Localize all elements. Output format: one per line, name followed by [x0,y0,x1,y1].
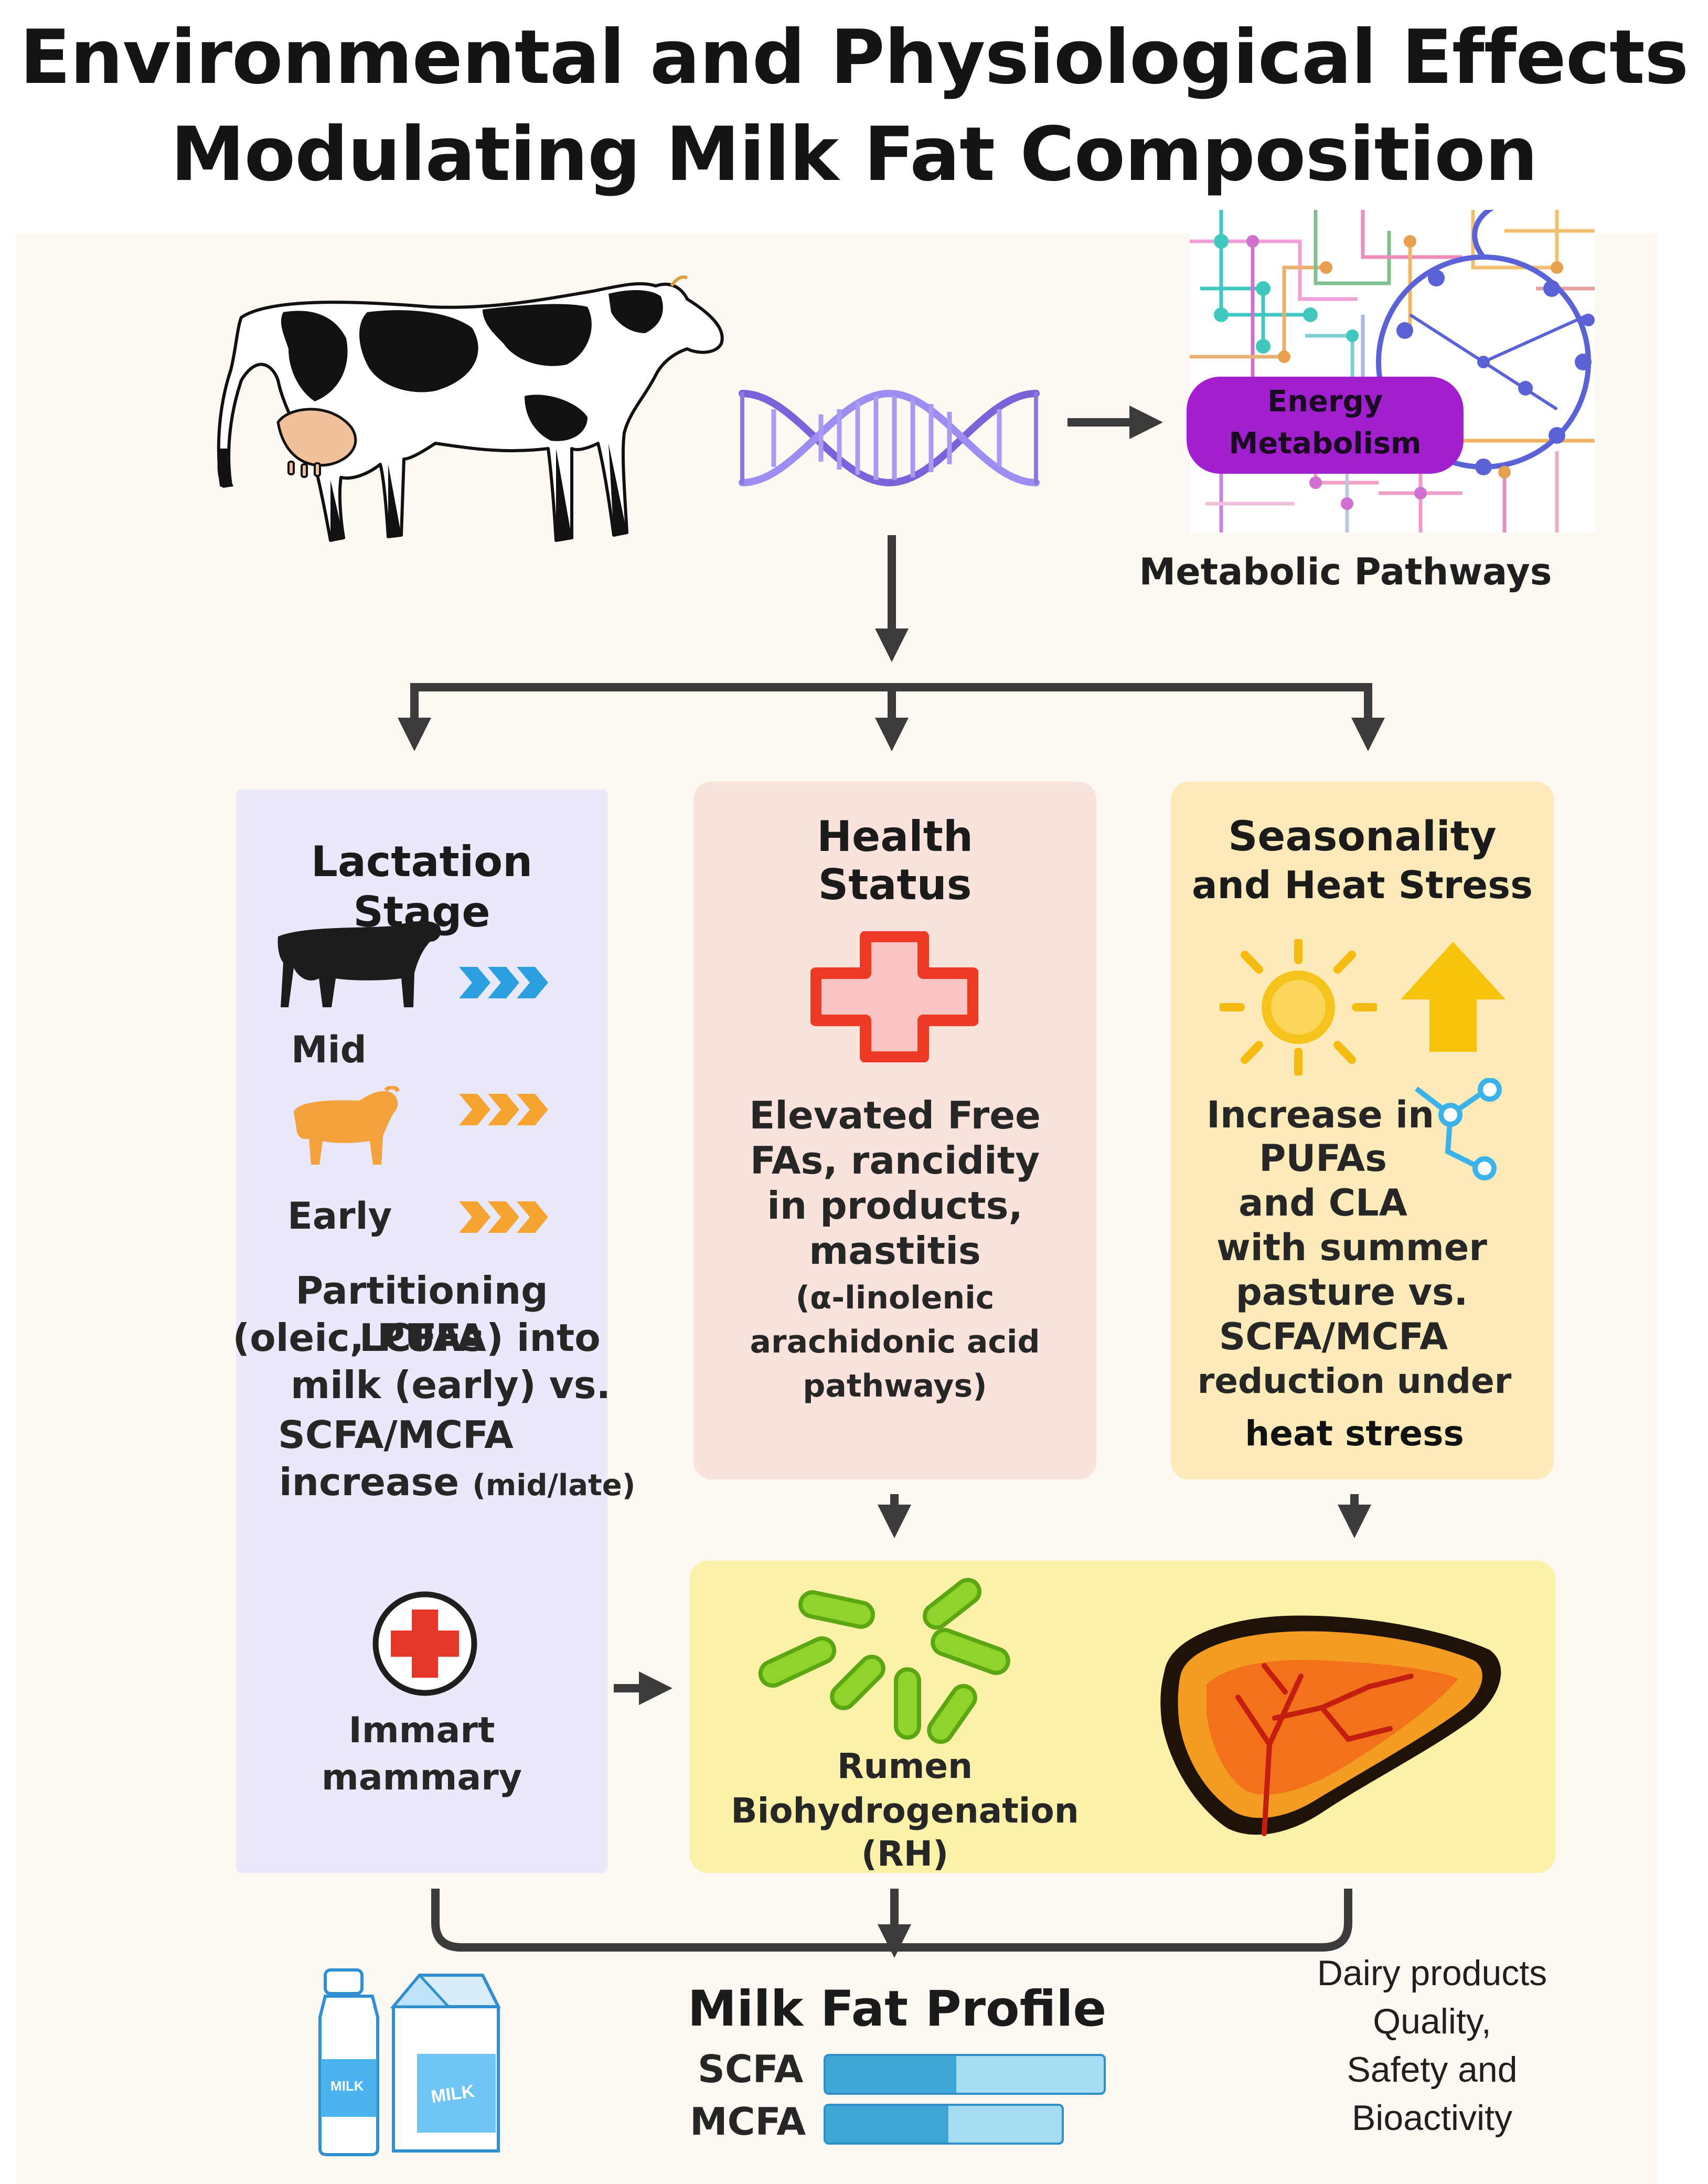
title-line-2: Modulating Milk Fat Composition [170,111,1538,198]
season-desc-line-3: and CLA [1239,1181,1407,1224]
medical-cross-icon [810,931,978,1062]
season-desc-line-1: Increase in [1207,1093,1434,1136]
black-cow-icon [277,921,441,1007]
rumen-label-line-3: (RH) [861,1834,949,1874]
liver-icon [1160,1615,1501,1836]
season-desc-line-8: heat stress [1245,1413,1464,1454]
health-desc-line-1: Elevated Free [749,1093,1041,1137]
milk-fat-profile-title: Milk Fat Profile [687,1980,1107,2038]
profile-bar-label-mcfa: MCFA [690,2100,806,2144]
molecule-icon [1414,1078,1502,1180]
metabolic-network-image [1190,210,1595,532]
stage-early-label: Early [287,1195,392,1238]
metabolic-pathways-caption: Metabolic Pathways [1139,550,1552,593]
profile-bar-track-scfa [824,2054,1106,2095]
up-arrow-icon [1401,942,1506,1052]
health-desc-line-4: mastitis [809,1229,981,1273]
dna-helix-icon [739,389,1040,487]
stage-mid-label: Mid [291,1028,367,1071]
orange-calf-icon [294,1086,400,1165]
seasonality-panel [1171,782,1554,1479]
profile-bar-fill-mcfa [826,2106,948,2143]
milk-bottle-label: MILK [330,2078,364,2094]
season-desc-line-2: PUFAs [1259,1137,1387,1180]
immart-label-line-2: mammary [321,1757,522,1798]
profile-bar-fill-scfa [826,2056,957,2093]
lactation-desc-line-4: SCFA/MCFA [278,1413,514,1457]
lactation-desc-line-5: increase (mid/late) [279,1458,635,1509]
lactation-desc-line-1: Partitioning LCFAs [295,1269,548,1360]
dairy-line-2: Quality, [1373,2001,1491,2041]
rumen-label-line-1: Rumen [837,1746,973,1786]
seasonality-title-line-1: Seasonality [1228,813,1497,860]
dairy-line-1: Dairy products [1317,1953,1547,1993]
lactation-desc-increase: increase [279,1460,460,1504]
health-status-panel [693,782,1096,1479]
energy-badge-line-2: Metabolism [1229,427,1422,461]
lactation-desc-midlate: (mid/late) [472,1468,636,1503]
profile-bar-track-mcfa [824,2104,1064,2145]
season-desc-line-6: SCFA/MCFA [1219,1315,1448,1358]
dairy-line-3: Safety and [1347,2050,1518,2090]
energy-badge-line-1: Energy [1267,385,1383,419]
rumen-bacteria-icon [758,1578,1010,1744]
milk-containers-icon: MILK MILK [318,1968,501,2156]
lactation-desc-line-2: (oleic, PUFA) into [232,1316,601,1360]
energy-metabolism-badge [1187,377,1464,474]
profile-bar-label-scfa: SCFA [698,2047,804,2091]
seasonality-title-line-2: and Heat Stress [1192,863,1533,907]
blue-chevrons-icon [459,967,548,998]
dairy-line-4: Bioactivity [1351,2098,1513,2138]
health-status-title-line-1: Health [817,812,973,861]
sun-icon [1220,939,1377,1075]
rumen-label-line-2: Biohydrogenation [731,1791,1079,1831]
season-desc-line-7: reduction under [1197,1361,1512,1401]
health-desc-line-3: in products, [767,1184,1023,1228]
health-desc-small-line-3: pathways) [803,1368,987,1404]
holstein-cow-image [217,275,724,542]
health-desc-small-line-1: (α-linolenic [795,1280,995,1316]
orange-chevrons-early-icon [459,1201,548,1233]
title-line-1: Environmental and Physiological Effects [19,14,1689,101]
health-desc-line-2: FAs, rancidity [750,1138,1040,1182]
immart-label-line-1: Immart [348,1710,495,1751]
red-cross-badge-icon [372,1591,477,1696]
season-desc-line-4: with summer [1216,1226,1487,1269]
dairy-products-text: Dairy products Quality, Safety and Bioac… [1248,1949,1616,2142]
season-desc-line-5: pasture vs. [1235,1271,1468,1314]
lactation-desc-line-3: milk (early) vs. [291,1363,611,1407]
orange-chevrons-mid-icon [459,1094,548,1125]
health-desc-small-line-2: arachidonic acid [750,1324,1040,1360]
health-status-title-line-2: Status [818,860,972,909]
